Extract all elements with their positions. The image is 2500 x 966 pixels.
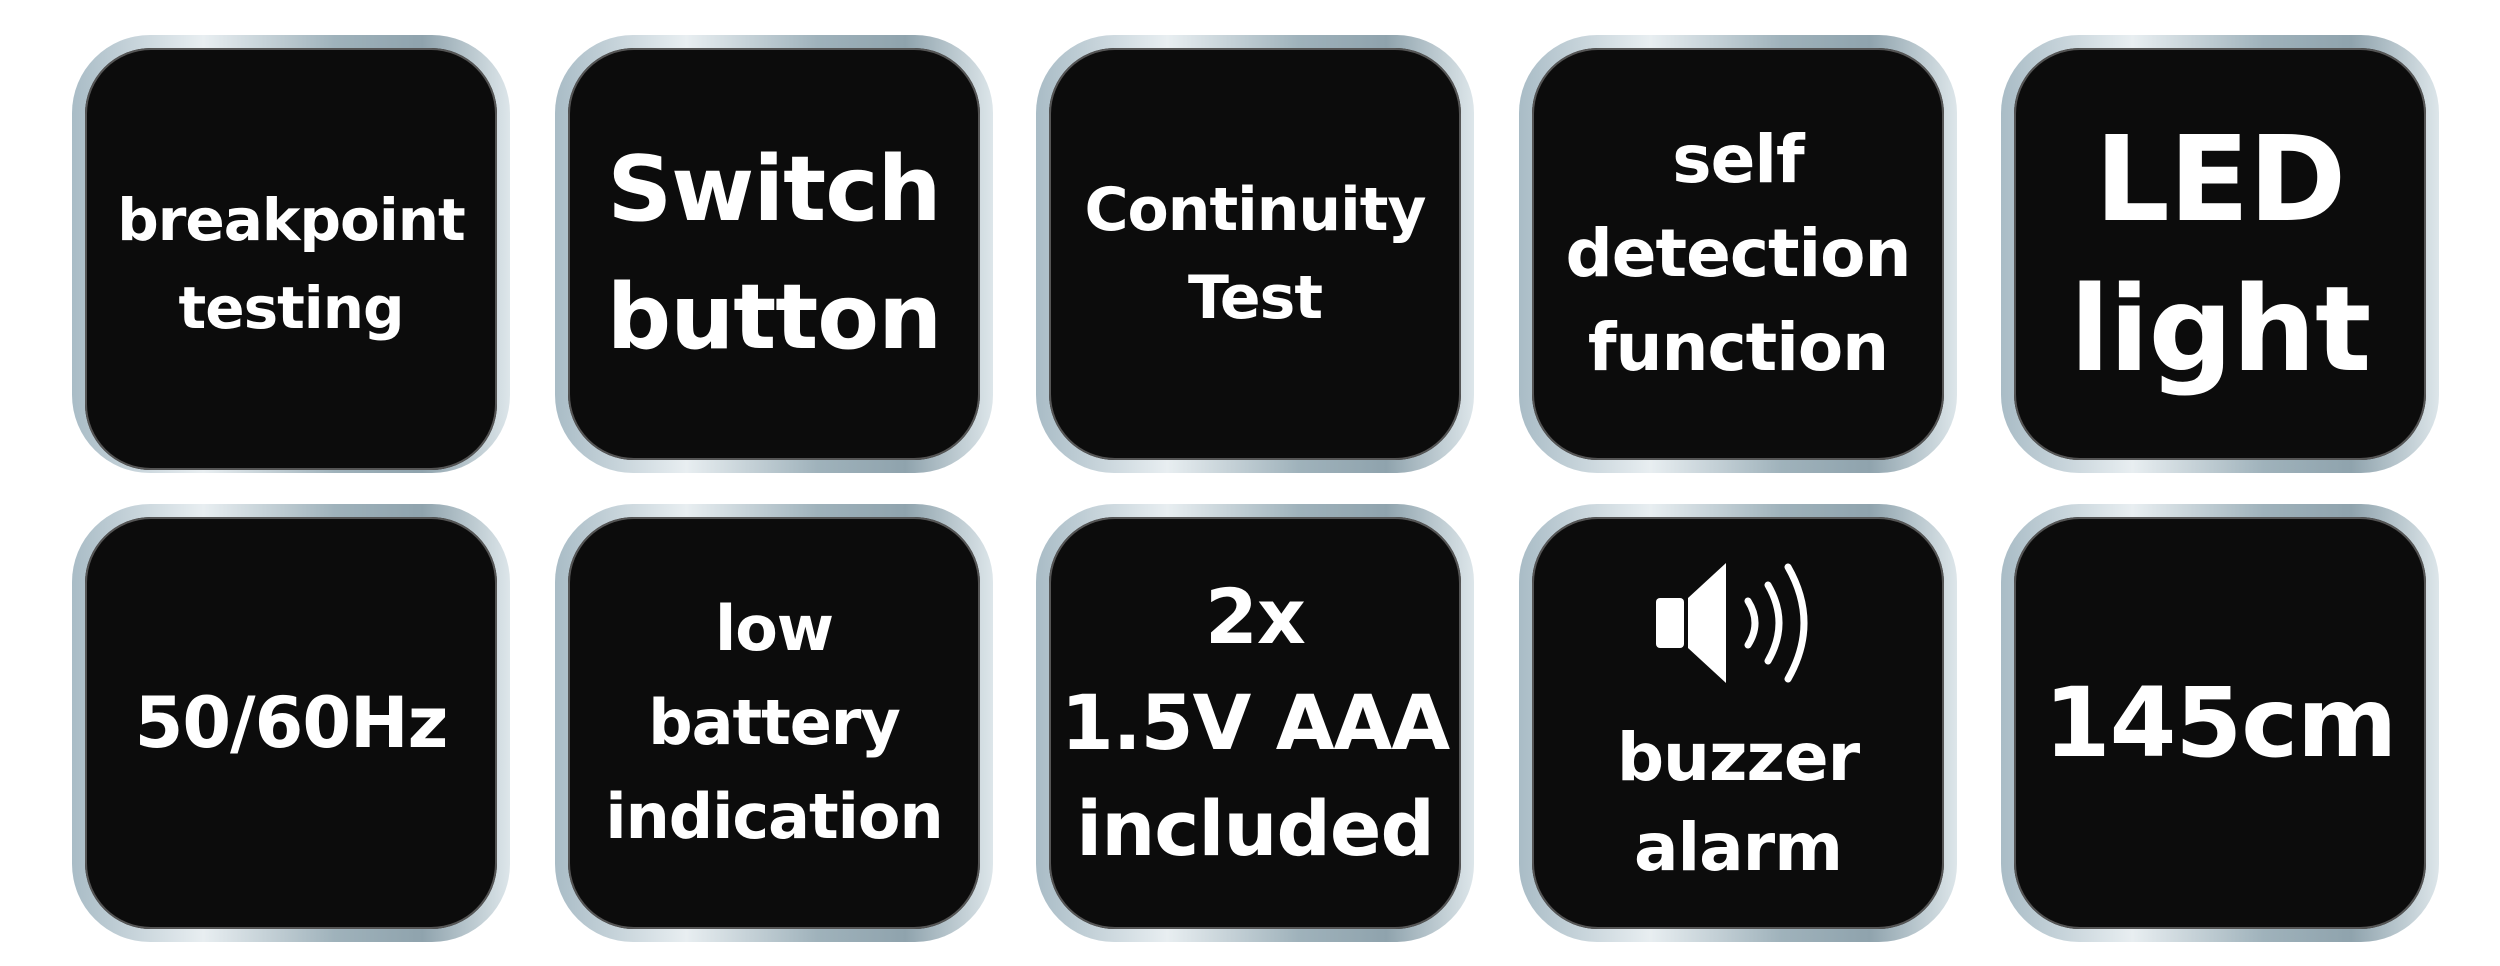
feature-tile-switch-button: Switch button <box>555 35 993 473</box>
feature-tile-length: 145cm <box>2001 504 2439 942</box>
feature-tile-frequency: 50/60Hz <box>72 504 510 942</box>
tile-text: 145cm <box>2043 667 2397 779</box>
tile-text: testing <box>178 274 405 342</box>
feature-tile-continuity-test: Continuity Test <box>1036 35 1474 473</box>
tile-text: self <box>1672 121 1804 198</box>
tile-text: Test <box>1187 263 1323 333</box>
tile-text: 50/60Hz <box>134 682 449 764</box>
tile-text: Continuity <box>1084 175 1426 245</box>
tile-text: battery <box>648 686 901 759</box>
feature-tile-buzzer-alarm: buzzer alarm <box>1519 504 1957 942</box>
tile-text: light <box>2069 260 2372 398</box>
tile-text: Switch <box>607 137 941 242</box>
feature-tile-low-battery: low battery indication <box>555 504 993 942</box>
tile-text: low <box>714 592 834 665</box>
feature-tile-batteries: 2x 1.5V AAA included <box>1036 504 1474 942</box>
tile-text: 1.5V AAA <box>1060 678 1450 767</box>
tile-text: alarm <box>1633 809 1843 886</box>
feature-tile-breakpoint-testing: breakpoint testing <box>72 35 510 473</box>
tile-text: breakpoint <box>117 186 465 254</box>
feature-tile-led-light: LED light <box>2001 35 2439 473</box>
tile-text: 2x <box>1205 572 1306 661</box>
tile-text: LED <box>2094 110 2347 248</box>
tile-text: button <box>606 265 942 370</box>
speaker-sound-icon <box>1656 563 1808 683</box>
tile-text: function <box>1587 309 1889 386</box>
tile-text: included <box>1076 784 1435 873</box>
tile-text: indication <box>605 780 943 853</box>
tile-text: buzzer <box>1616 719 1860 796</box>
feature-tile-self-detection: self detection function <box>1519 35 1957 473</box>
tile-text: detection <box>1565 215 1912 292</box>
